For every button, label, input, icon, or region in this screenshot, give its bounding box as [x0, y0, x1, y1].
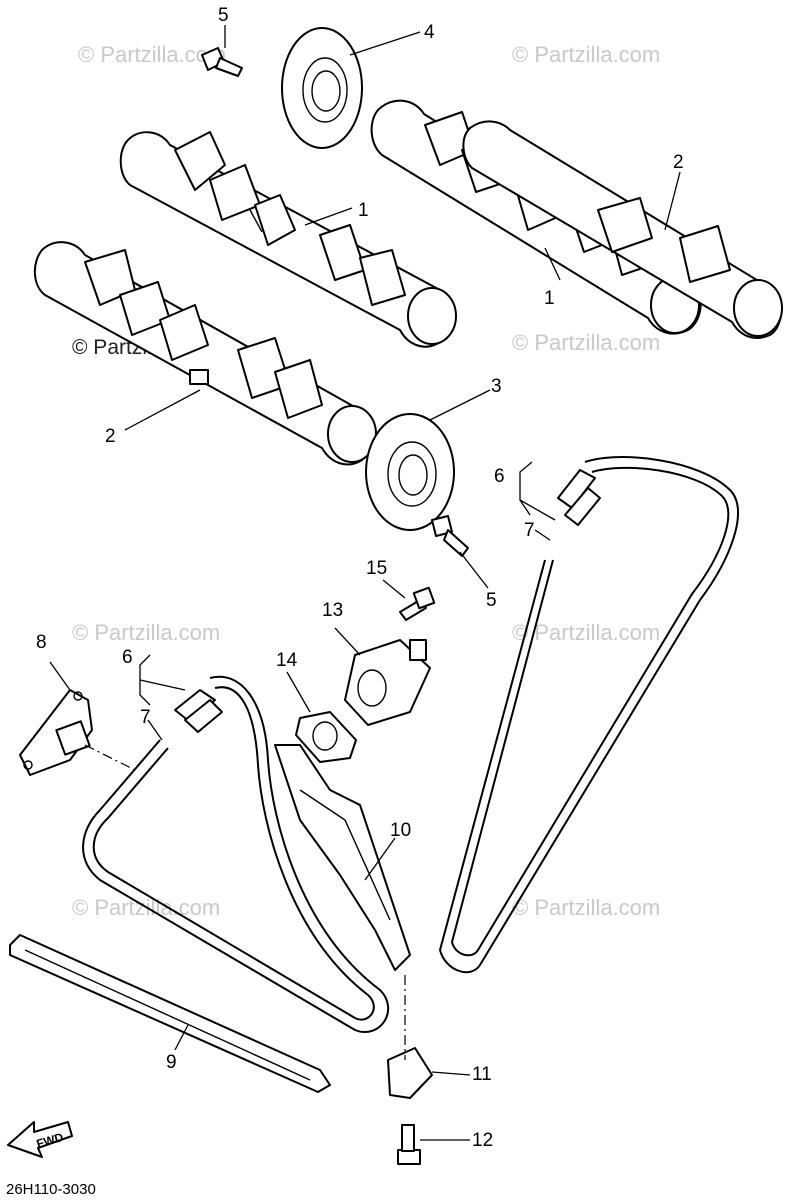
callout-5: 5 [218, 5, 229, 26]
callout-2: 2 [673, 152, 684, 173]
callout-7: 7 [524, 520, 535, 541]
cam-sprocket-upper[interactable] [281, 27, 363, 149]
callout-1: 1 [544, 288, 555, 309]
bolt-sprocket-lower[interactable] [431, 515, 469, 557]
diagram-reference-code: 26H110-3030 [6, 1181, 96, 1198]
callout-2: 2 [105, 426, 116, 447]
callout-3: 3 [491, 376, 502, 397]
cam-chain-right[interactable] [438, 456, 739, 974]
watermark: © Partzilla.com [512, 330, 660, 355]
cam-chain-tensioner[interactable] [344, 639, 431, 726]
callout-7: 7 [140, 707, 151, 728]
chain-tensioner-guide[interactable] [274, 744, 411, 971]
callout-6: 6 [494, 466, 505, 487]
alignment-lines [84, 744, 406, 1060]
watermark: © Partzilla.com [512, 895, 660, 920]
callout-1: 1 [358, 200, 369, 221]
callout-15: 15 [366, 558, 387, 579]
callout-14: 14 [276, 650, 298, 671]
cam-chain-left[interactable] [82, 675, 390, 1033]
bolt-sprocket-upper[interactable] [201, 47, 243, 77]
cam-sprocket-lower[interactable] [365, 413, 455, 531]
watermark: © Partzilla.com [72, 620, 220, 645]
callout-9: 9 [166, 1052, 177, 1073]
callout-6: 6 [122, 647, 133, 668]
guide-stopper[interactable] [387, 1047, 433, 1099]
camshaft-intake-right[interactable] [462, 120, 783, 339]
callout-12: 12 [472, 1130, 493, 1151]
callout-10: 10 [390, 820, 411, 841]
bolt-stopper[interactable] [397, 1124, 421, 1165]
bolt-tensioner[interactable] [399, 586, 436, 621]
tensioner-gasket[interactable] [295, 711, 357, 763]
callout-11: 11 [472, 1064, 492, 1085]
watermark: © Partzilla.com [512, 42, 660, 67]
camshaft-exhaust-upper[interactable] [119, 131, 457, 348]
forward-direction-arrow: FWD [7, 1121, 73, 1158]
leader-lines [49, 25, 681, 1141]
callout-4: 4 [424, 22, 435, 43]
callout-13: 13 [322, 600, 343, 621]
chain-guide-front[interactable] [9, 934, 331, 1093]
camshaft-intake-lower[interactable] [33, 241, 377, 466]
chain-guide-bracket[interactable] [19, 689, 93, 776]
callout-8: 8 [36, 632, 47, 653]
callouts: 5 4 1 2 1 2 3 5 6 7 6 7 8 15 13 14 10 9 … [36, 5, 684, 1151]
callout-5: 5 [486, 590, 497, 611]
